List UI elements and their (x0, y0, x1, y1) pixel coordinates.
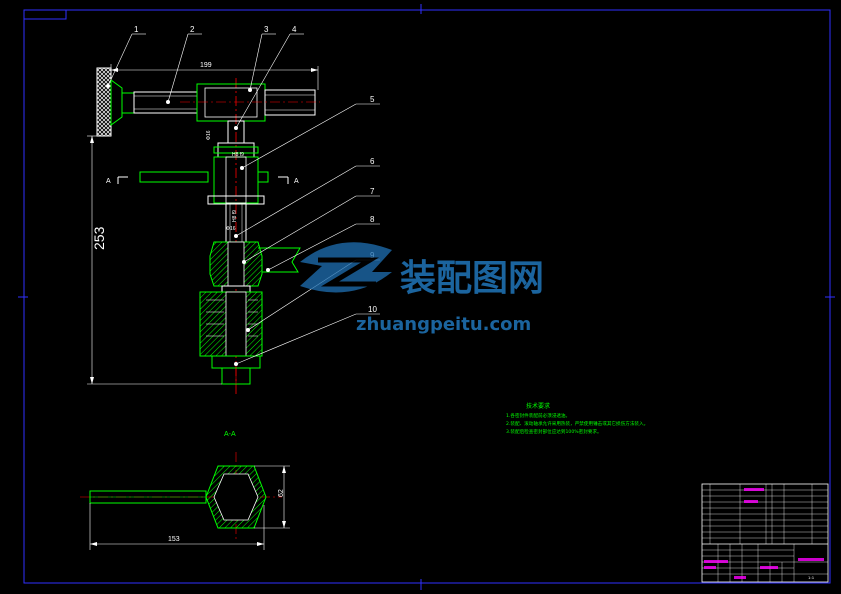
balloon-3: 3 (264, 25, 269, 34)
tech-item-2: 2.装配、滚动轴承允许采用热装，严禁使用锤击或其它损伤方法装入。 (506, 420, 648, 427)
section-view-aa: A-A 62 153 (80, 431, 290, 550)
dia-lower-label: Φ16 (226, 226, 236, 232)
dim-label-top-width: 199 (200, 62, 212, 69)
balloon-2: 2 (190, 25, 195, 34)
tech-requirements: 技术要求 1.各密封件装配前必须浸透油。 2.装配、滚动轴承允许采用热装，严禁使… (506, 402, 648, 435)
dim-label-section-height: 62 (278, 489, 285, 497)
knurled-handle (96, 67, 112, 137)
balloon-10: 10 (368, 305, 377, 314)
tech-item-3: 3.装配后检查密封部位应达到100%密封要求。 (506, 428, 602, 435)
watermark-cn: 装配图网 (400, 258, 544, 299)
balloon-6: 6 (370, 157, 375, 166)
watermark-url: zhuangpeitu.com (356, 314, 531, 335)
drawing-frame (18, 4, 835, 590)
handle-bar (133, 91, 198, 114)
balloon-4: 4 (292, 25, 297, 34)
tb-sheet: 1:1 (808, 575, 815, 580)
fit-lower-label: H8 f9 (232, 210, 238, 222)
dimension-total-height: 253 (87, 135, 222, 385)
dim-label-total-height: 253 (91, 226, 107, 250)
part-balloons: 1 2 3 4 5 6 7 8 (106, 25, 380, 366)
section-mark-right: A (294, 178, 299, 185)
balloon-8: 8 (370, 215, 375, 224)
watermark: 装配图网 zhuangpeitu.com (300, 242, 544, 335)
balloon-5: 5 (370, 95, 375, 104)
section-marks: A A (106, 176, 299, 185)
watermark-logo-icon (300, 242, 392, 293)
dia-upper-label: Φ16 (206, 130, 212, 140)
dimension-top-width: 199 (110, 62, 319, 90)
tech-title: 技术要求 (526, 402, 550, 410)
fit-upper-label: H8 f9 (232, 152, 244, 158)
balloon-7: 7 (370, 187, 375, 196)
section-mark-left: A (106, 178, 111, 185)
main-assembly-view: A A 199 (87, 62, 320, 395)
title-block: 1:1 (701, 483, 829, 583)
dim-label-section-width: 153 (168, 536, 180, 543)
tech-item-1: 1.各密封件装配前必须浸透油。 (506, 412, 570, 419)
balloon-1: 1 (134, 25, 139, 34)
section-title: A-A (224, 431, 236, 438)
